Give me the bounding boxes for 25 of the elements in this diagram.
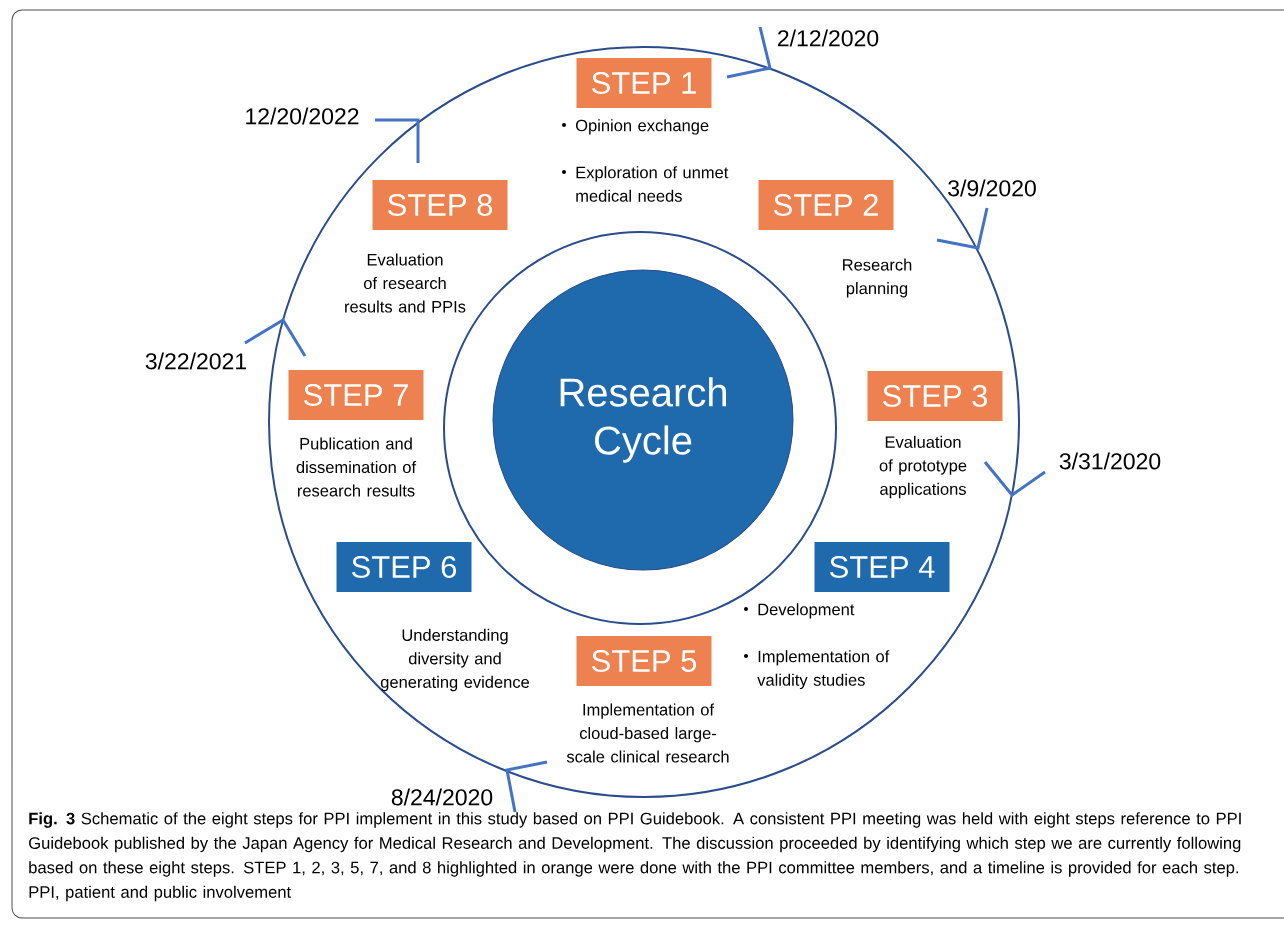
bullet-item: Opinion exchange (562, 119, 709, 135)
step-box: STEP 4 (814, 542, 950, 592)
step-description: Publication and dissemination of research results (296, 437, 417, 497)
step-box: STEP 6 (336, 542, 472, 592)
date-label: 3/22/2021 (145, 352, 247, 370)
date-label: 3/31/2020 (1059, 452, 1161, 470)
step-box: STEP 1 (576, 58, 712, 108)
date-label: 12/20/2022 (246, 107, 359, 125)
step-box: STEP 7 (288, 370, 424, 420)
step-box: STEP 5 (576, 636, 712, 686)
step-description: Implementation of cloud-based large-scale clinical research (566, 703, 729, 763)
bullet-item: Implementation of validity studies (744, 650, 890, 690)
date-label: 2/12/2020 (778, 29, 879, 47)
step-description: Evaluation of research results and PPIs (345, 253, 466, 313)
step-box: STEP 8 (372, 180, 508, 230)
step-description: Understanding diversity and generating evidence (380, 628, 529, 692)
step-box: STEP 3 (867, 371, 1003, 421)
step-description: Evaluation of prototype applications (879, 435, 967, 499)
bullet-item: Development (744, 603, 855, 619)
caption: Fig. 3 Schematic of the eight steps for PPI implement in this study based on PPI Guidebook. A consistent PPI meeting was held with eight steps reference to PPI Guidebook published by the Japan Agency for Medical Research and Development. The discussion proceeded by identifying which step we are currently following based on these eight steps. STEP 1, 2, 3, 5, 7, and 8 highlighted in orange were done with the PPI committee members, and a timeline is provided for each step. PPI, patient and public involvement (29, 812, 1241, 902)
bullet-item: Exploration of unmet medical needs (562, 166, 729, 202)
step-description: Research planning (843, 258, 912, 298)
date-label: 3/9/2020 (948, 179, 1036, 197)
date-label: 8/24/2020 (391, 788, 493, 806)
step-box: STEP 2 (758, 180, 894, 230)
